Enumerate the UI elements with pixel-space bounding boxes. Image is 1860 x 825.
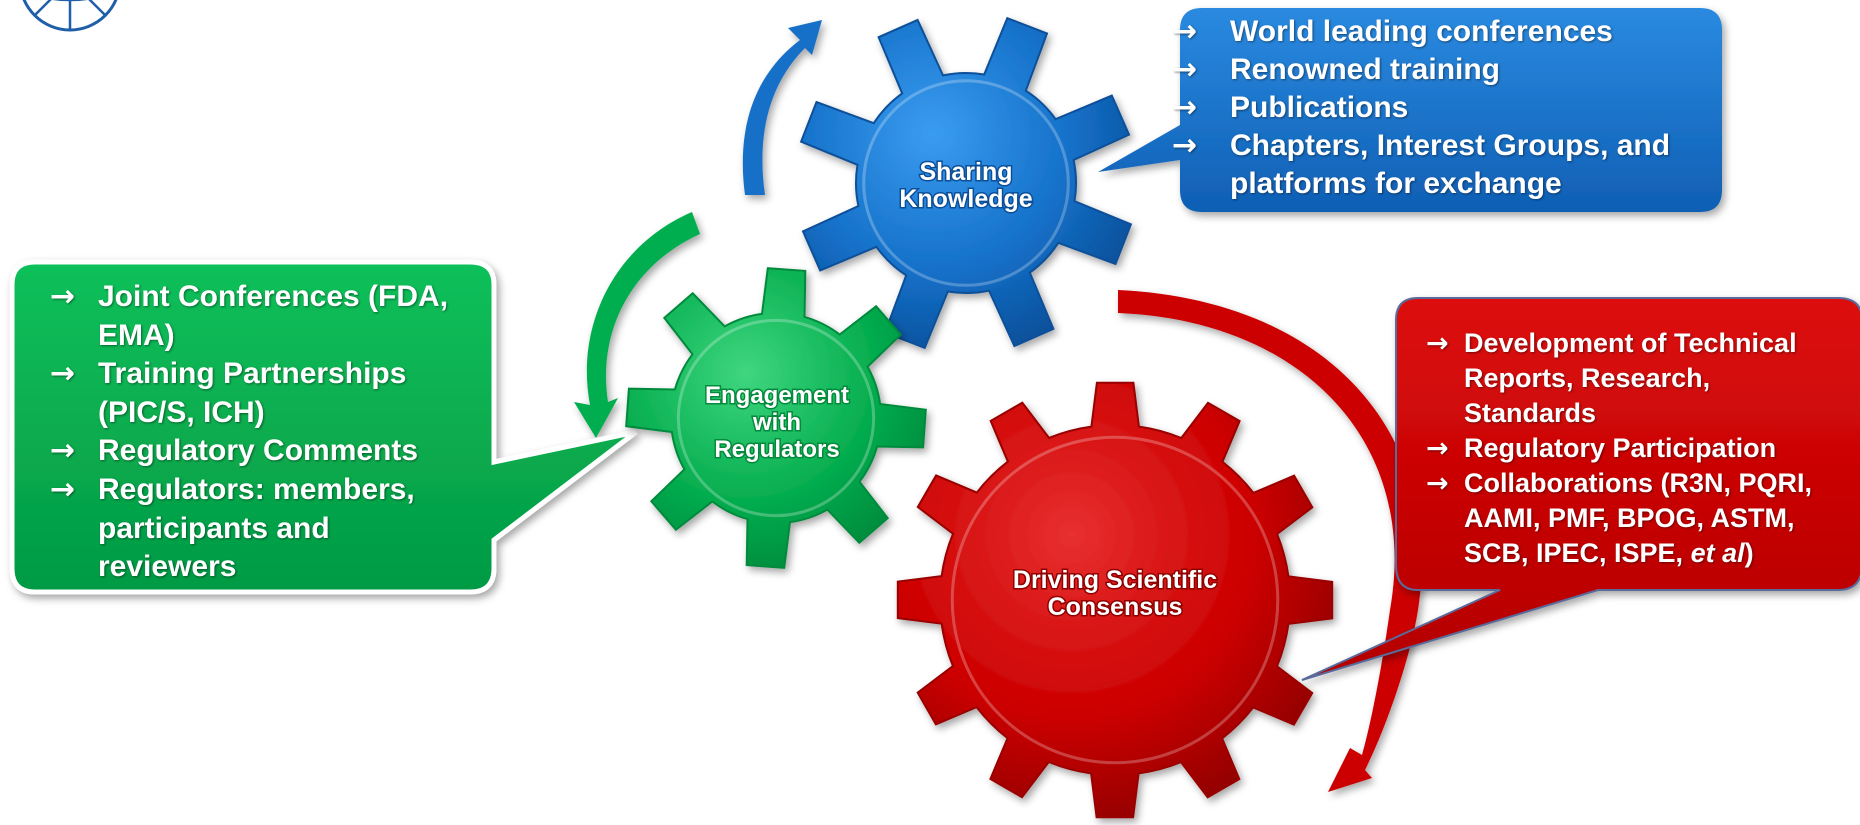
gear-driving-hub [950,435,1280,765]
gear-engagement-body [625,267,927,569]
sharing-knowledge-gear [799,16,1133,350]
driving-consensus-gear [896,381,1334,819]
arrow-icon: → [50,471,76,507]
green-callout-item: → Training Partnerships (PIC/S, ICH) [50,356,407,429]
arrow-icon: → [1426,328,1449,359]
blue-callout-item: → Renowned training [1172,52,1500,87]
gear-sharing-body [799,16,1133,350]
arrow-icon: → [1172,14,1198,49]
blue-callout-shape [1098,8,1722,212]
green-callout-item: → Regulators: members, participants and … [50,471,415,584]
red-callout: → Development of Technical Reports, Rese… [1426,326,1846,571]
blue-callout-item: → Chapters, Interest Groups, and platfor… [1172,128,1671,200]
red-callout-shape [1301,297,1860,681]
green-callout-item: → Regulatory Comments [50,432,470,471]
green-curved-arrow [574,212,700,438]
gear-driving-body [896,381,1334,819]
red-callout-item: → Collaborations (R3N, PQRI, AAMI, PMF, … [1426,468,1813,568]
arrow-icon: → [50,433,76,469]
blue-callout: → World leading conferences → Renowned t… [1172,13,1712,203]
arrow-icon: → [50,356,76,392]
gear-sharing-hub [862,79,1070,287]
blue-callout-item: → Publications [1172,90,1409,125]
red-callout-item: → Development of Technical Reports, Rese… [1426,328,1797,428]
arrow-icon: → [1172,90,1198,125]
globe-logo-icon [22,0,118,32]
driving-gear-label-1: Driving Scientific [1013,566,1217,594]
arrow-icon: → [50,279,76,314]
blue-callout-item: → World leading conferences [1172,14,1613,49]
green-callout-shape [9,259,638,595]
arrow-icon: → [1172,52,1198,87]
driving-gear-label-2: Consensus [1048,593,1183,621]
red-callout-item: → Regulatory Participation [1426,433,1777,464]
arrow-icon: → [1426,433,1449,464]
engagement-gear [625,267,927,569]
green-callout-item: → Joint Conferences (FDA, EMA) [50,279,449,352]
blue-curved-arrow [742,20,822,195]
gear-engagement-hub [676,318,876,518]
arrow-icon: → [1172,128,1198,163]
arrow-icon: → [1426,468,1449,499]
engagement-gear-label-2: with [752,409,801,436]
sharing-gear-label-1: Sharing [919,158,1012,186]
green-callout: → Joint Conferences (FDA, EMA) → Trainin… [50,278,470,587]
engagement-gear-label-3: Regulators [714,436,839,463]
sharing-gear-label-2: Knowledge [899,185,1032,213]
engagement-gear-label-1: Engagement [705,382,849,409]
